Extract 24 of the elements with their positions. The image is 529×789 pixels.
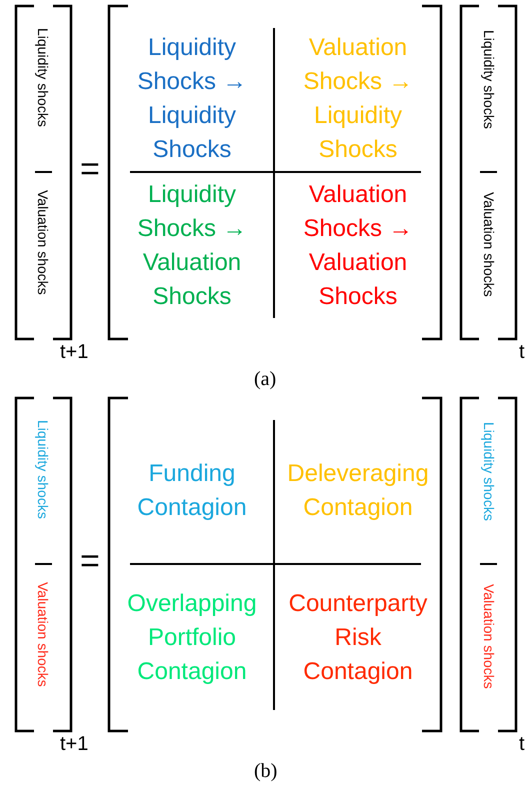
vector-label: Valuation shocks	[481, 192, 497, 297]
equals-sign: =	[80, 150, 100, 189]
subscript: t	[519, 733, 525, 756]
vector-label: Liquidity shocks	[481, 30, 497, 129]
vector-label: Valuation shocks	[481, 584, 497, 689]
matrix-entry: Valuation Shocks → Valuation Shocks	[302, 180, 414, 312]
matrix-entry: Funding Contagion	[136, 459, 248, 523]
matrix-entry: Liquidity Shocks → Liquidity Shocks	[136, 33, 248, 165]
matrix-entry: Counterparty Risk Contagion	[288, 589, 428, 687]
matrix-entry: Valuation Shocks → Liquidity Shocks	[302, 33, 414, 165]
subscript: t+1	[60, 341, 88, 364]
vector-label: Valuation shocks	[35, 190, 51, 295]
vector-label: Valuation shocks	[35, 582, 51, 687]
matrix-entry: Overlapping Portfolio Contagion	[126, 589, 258, 687]
vector-label: Liquidity shocks	[35, 28, 51, 127]
subscript: t+1	[60, 733, 88, 756]
matrix-entry: Liquidity Shocks → Valuation Shocks	[136, 180, 248, 312]
panel-caption: (b)	[254, 760, 278, 783]
matrix-entry: Deleveraging Contagion	[286, 459, 430, 523]
panel-caption: (a)	[254, 368, 276, 391]
equals-sign: =	[80, 542, 100, 581]
vector-label: Liquidity shocks	[481, 422, 497, 521]
vector-label: Liquidity shocks	[35, 420, 51, 519]
subscript: t	[519, 341, 525, 364]
